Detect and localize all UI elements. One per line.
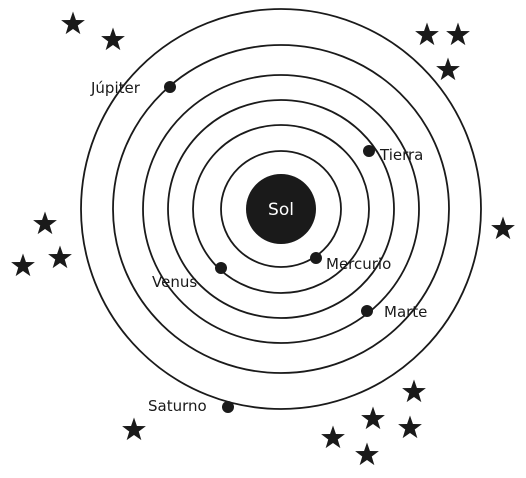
planet-venus-dot bbox=[215, 262, 227, 274]
planet-mercurio: Mercurio bbox=[310, 252, 391, 273]
planet-jupiter-dot bbox=[164, 81, 176, 93]
orbit-ring-4 bbox=[142, 74, 420, 344]
star-icon bbox=[491, 216, 515, 240]
star-icon bbox=[398, 415, 422, 439]
planet-saturno-label: Saturno bbox=[148, 397, 207, 415]
star-icon bbox=[33, 211, 57, 235]
orbit-ring-3 bbox=[167, 99, 395, 319]
planet-jupiter-label: Júpiter bbox=[90, 79, 141, 97]
orbits bbox=[80, 8, 482, 410]
orbit-ring-2 bbox=[192, 124, 370, 294]
star-icon bbox=[321, 425, 345, 449]
star-icon bbox=[122, 417, 146, 441]
orbit-ring-5 bbox=[112, 44, 450, 374]
sun-disc bbox=[246, 174, 316, 244]
planet-jupiter: Júpiter bbox=[90, 79, 176, 97]
star-icon bbox=[415, 22, 439, 46]
star-icon bbox=[361, 406, 385, 430]
star-icon bbox=[355, 442, 379, 466]
planet-marte-label: Marte bbox=[384, 303, 427, 321]
planet-marte: Marte bbox=[361, 303, 427, 321]
orbit-ring-6 bbox=[80, 8, 482, 410]
planet-mercurio-label: Mercurio bbox=[326, 255, 391, 273]
planet-tierra-label: Tierra bbox=[379, 146, 423, 164]
star-icon bbox=[61, 11, 85, 35]
orbit-ring-1 bbox=[220, 150, 342, 268]
star-icon bbox=[446, 22, 470, 46]
star-icon bbox=[402, 379, 426, 403]
star-icon bbox=[48, 245, 72, 269]
star-icon bbox=[11, 253, 35, 277]
planet-tierra: Tierra bbox=[363, 145, 423, 164]
sun-label: Sol bbox=[268, 200, 294, 220]
planet-tierra-dot bbox=[363, 145, 375, 157]
planet-venus: Venus bbox=[152, 262, 227, 291]
star-icon bbox=[101, 27, 125, 51]
planet-saturno-dot bbox=[222, 401, 234, 413]
sun: Sol bbox=[246, 174, 316, 244]
star-icon bbox=[436, 57, 460, 81]
planet-saturno: Saturno bbox=[148, 397, 234, 415]
planet-venus-label: Venus bbox=[152, 273, 197, 291]
planet-marte-dot bbox=[361, 305, 373, 317]
star-field bbox=[11, 11, 515, 466]
planet-mercurio-dot bbox=[310, 252, 322, 264]
